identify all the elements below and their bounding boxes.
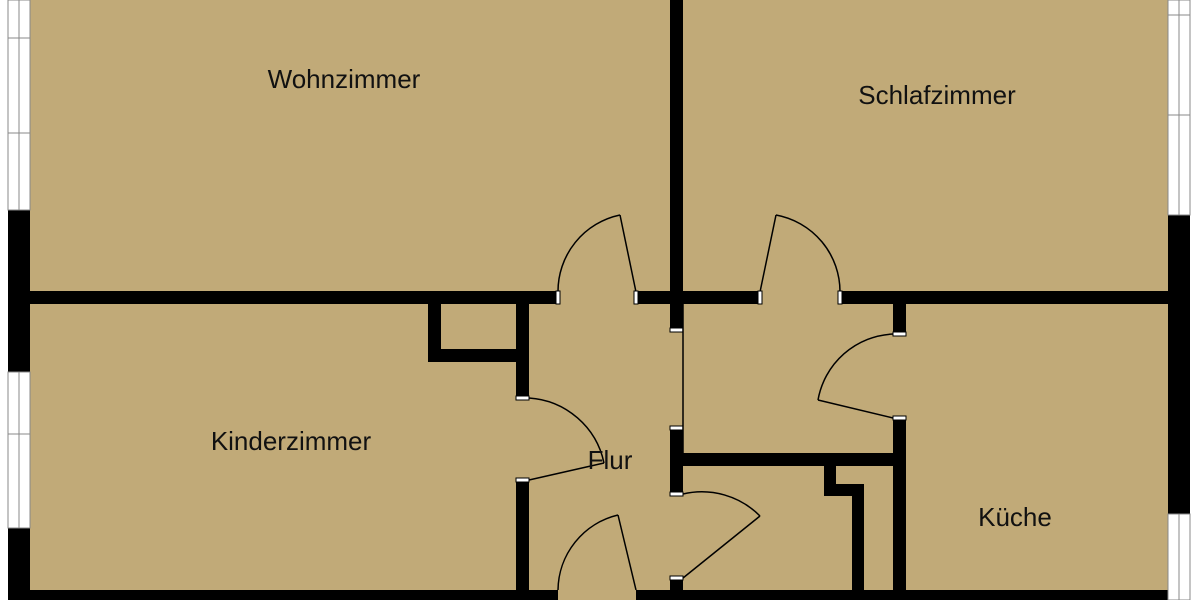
wall-shaft-c <box>852 484 864 596</box>
doors <box>515 214 907 591</box>
room-label-wohnzimmer: Wohnzimmer <box>268 64 421 94</box>
wall-kitchen-left-a <box>893 300 906 334</box>
window-mullions <box>18 0 1180 600</box>
room-label-flur: Flur <box>588 445 633 475</box>
wall-niche-right <box>516 300 529 398</box>
room-label-kueche: Küche <box>978 502 1052 532</box>
door-living <box>555 214 639 305</box>
wall-kids-flur-lower <box>516 480 529 595</box>
door-bath <box>669 491 761 581</box>
room-label-kinderzimmer: Kinderzimmer <box>211 426 372 456</box>
wall-bedroom-bottom-b <box>840 291 1170 304</box>
wall-kitchen-left-b <box>893 418 906 600</box>
wall-living-bottom-a <box>28 291 558 304</box>
door-flur-jamb-bottom <box>669 425 684 431</box>
wall-living-bottom-b <box>636 291 682 304</box>
wall-niche-left <box>428 300 441 362</box>
wall-bedroom-bottom-a <box>683 291 760 304</box>
door-bedroom <box>757 214 843 305</box>
wall-bath-top <box>670 453 905 466</box>
door-entrance <box>557 514 637 591</box>
door-kids <box>515 395 605 483</box>
wall-niche-bottom <box>428 349 520 362</box>
wall-flur-center-c <box>670 578 683 600</box>
wall-living-bedroom <box>670 0 683 305</box>
room-label-schlafzimmer: Schlafzimmer <box>858 80 1016 110</box>
wall-bottom-left <box>28 590 558 600</box>
wall-flur-center-a <box>670 304 683 330</box>
door-kitchen <box>817 331 907 421</box>
door-flur-jamb-top <box>669 327 684 333</box>
